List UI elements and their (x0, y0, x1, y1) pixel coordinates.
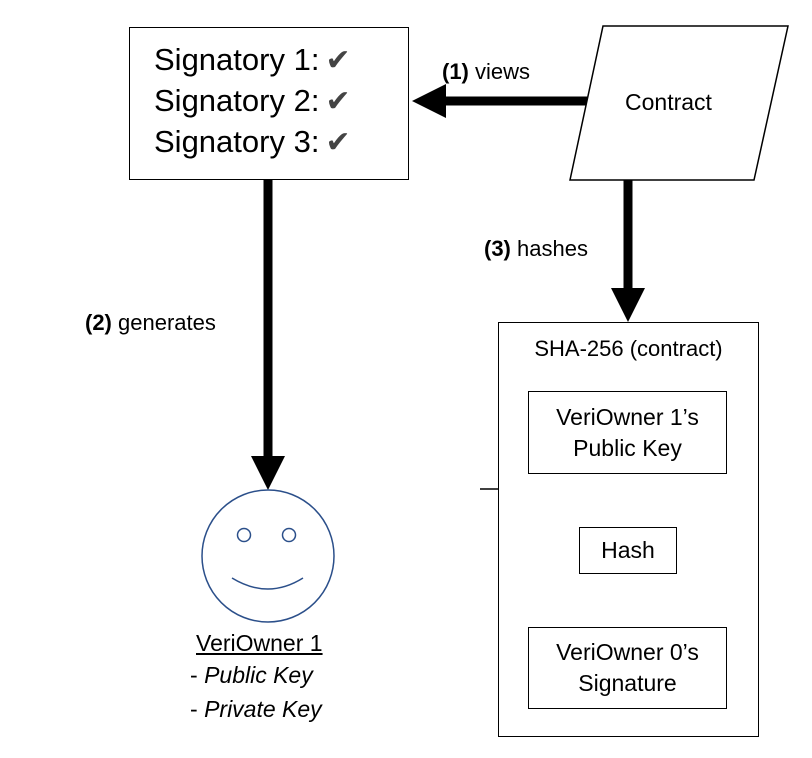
hash-box: Hash (579, 527, 677, 574)
checkmark-icon: ✔ (325, 44, 351, 77)
bullet: - (190, 662, 205, 688)
hashes-label: (3) hashes (484, 236, 588, 262)
signatory-row: Signatory 3:✔ (154, 122, 408, 163)
public-key-line1: VeriOwner 1’s (556, 403, 699, 430)
generates-arrow (251, 180, 285, 490)
checkmark-icon: ✔ (325, 85, 351, 118)
public-key-line2: Public Key (573, 434, 682, 461)
views-text: views (468, 59, 531, 84)
signatories-box: Signatory 1:✔ Signatory 2:✔ Signatory 3:… (129, 27, 409, 180)
views-label: (1) views (442, 59, 530, 85)
bullet: - (190, 696, 205, 722)
sha256-title: SHA-256 (contract) (534, 336, 723, 361)
owner-name: VeriOwner 1 (196, 630, 323, 656)
hashes-arrow (611, 180, 645, 322)
hashes-text: hashes (510, 236, 588, 261)
contract-label: Contract (625, 89, 712, 115)
signatory-label: Signatory 3: (154, 124, 320, 159)
owner-private-key-text: Private Key (204, 696, 322, 722)
public-key-box: VeriOwner 1’s Public Key (528, 391, 727, 474)
signature-line1: VeriOwner 0’s (556, 639, 699, 665)
signature-line2: Signature (578, 670, 677, 696)
signatory-label: Signatory 2: (154, 83, 320, 118)
hashes-step: (3) (484, 236, 511, 261)
generates-step: (2) (85, 310, 112, 335)
signatory-label: Signatory 1: (154, 42, 320, 77)
signatory-row: Signatory 1:✔ (154, 40, 408, 81)
owner-public-key: - Public Key (190, 662, 313, 689)
signature-box: VeriOwner 0’s Signature (528, 627, 727, 709)
contract-shape (569, 25, 789, 181)
views-step: (1) (442, 59, 469, 84)
owner-public-key-text: Public Key (204, 662, 313, 688)
generates-label: (2) generates (85, 310, 216, 336)
smiley-face-icon (201, 489, 335, 623)
hash-label: Hash (601, 537, 655, 563)
signatory-row: Signatory 2:✔ (154, 81, 408, 122)
generates-text: generates (111, 310, 216, 335)
owner-private-key: - Private Key (190, 696, 322, 723)
views-arrow (412, 84, 590, 118)
checkmark-icon: ✔ (325, 126, 351, 159)
